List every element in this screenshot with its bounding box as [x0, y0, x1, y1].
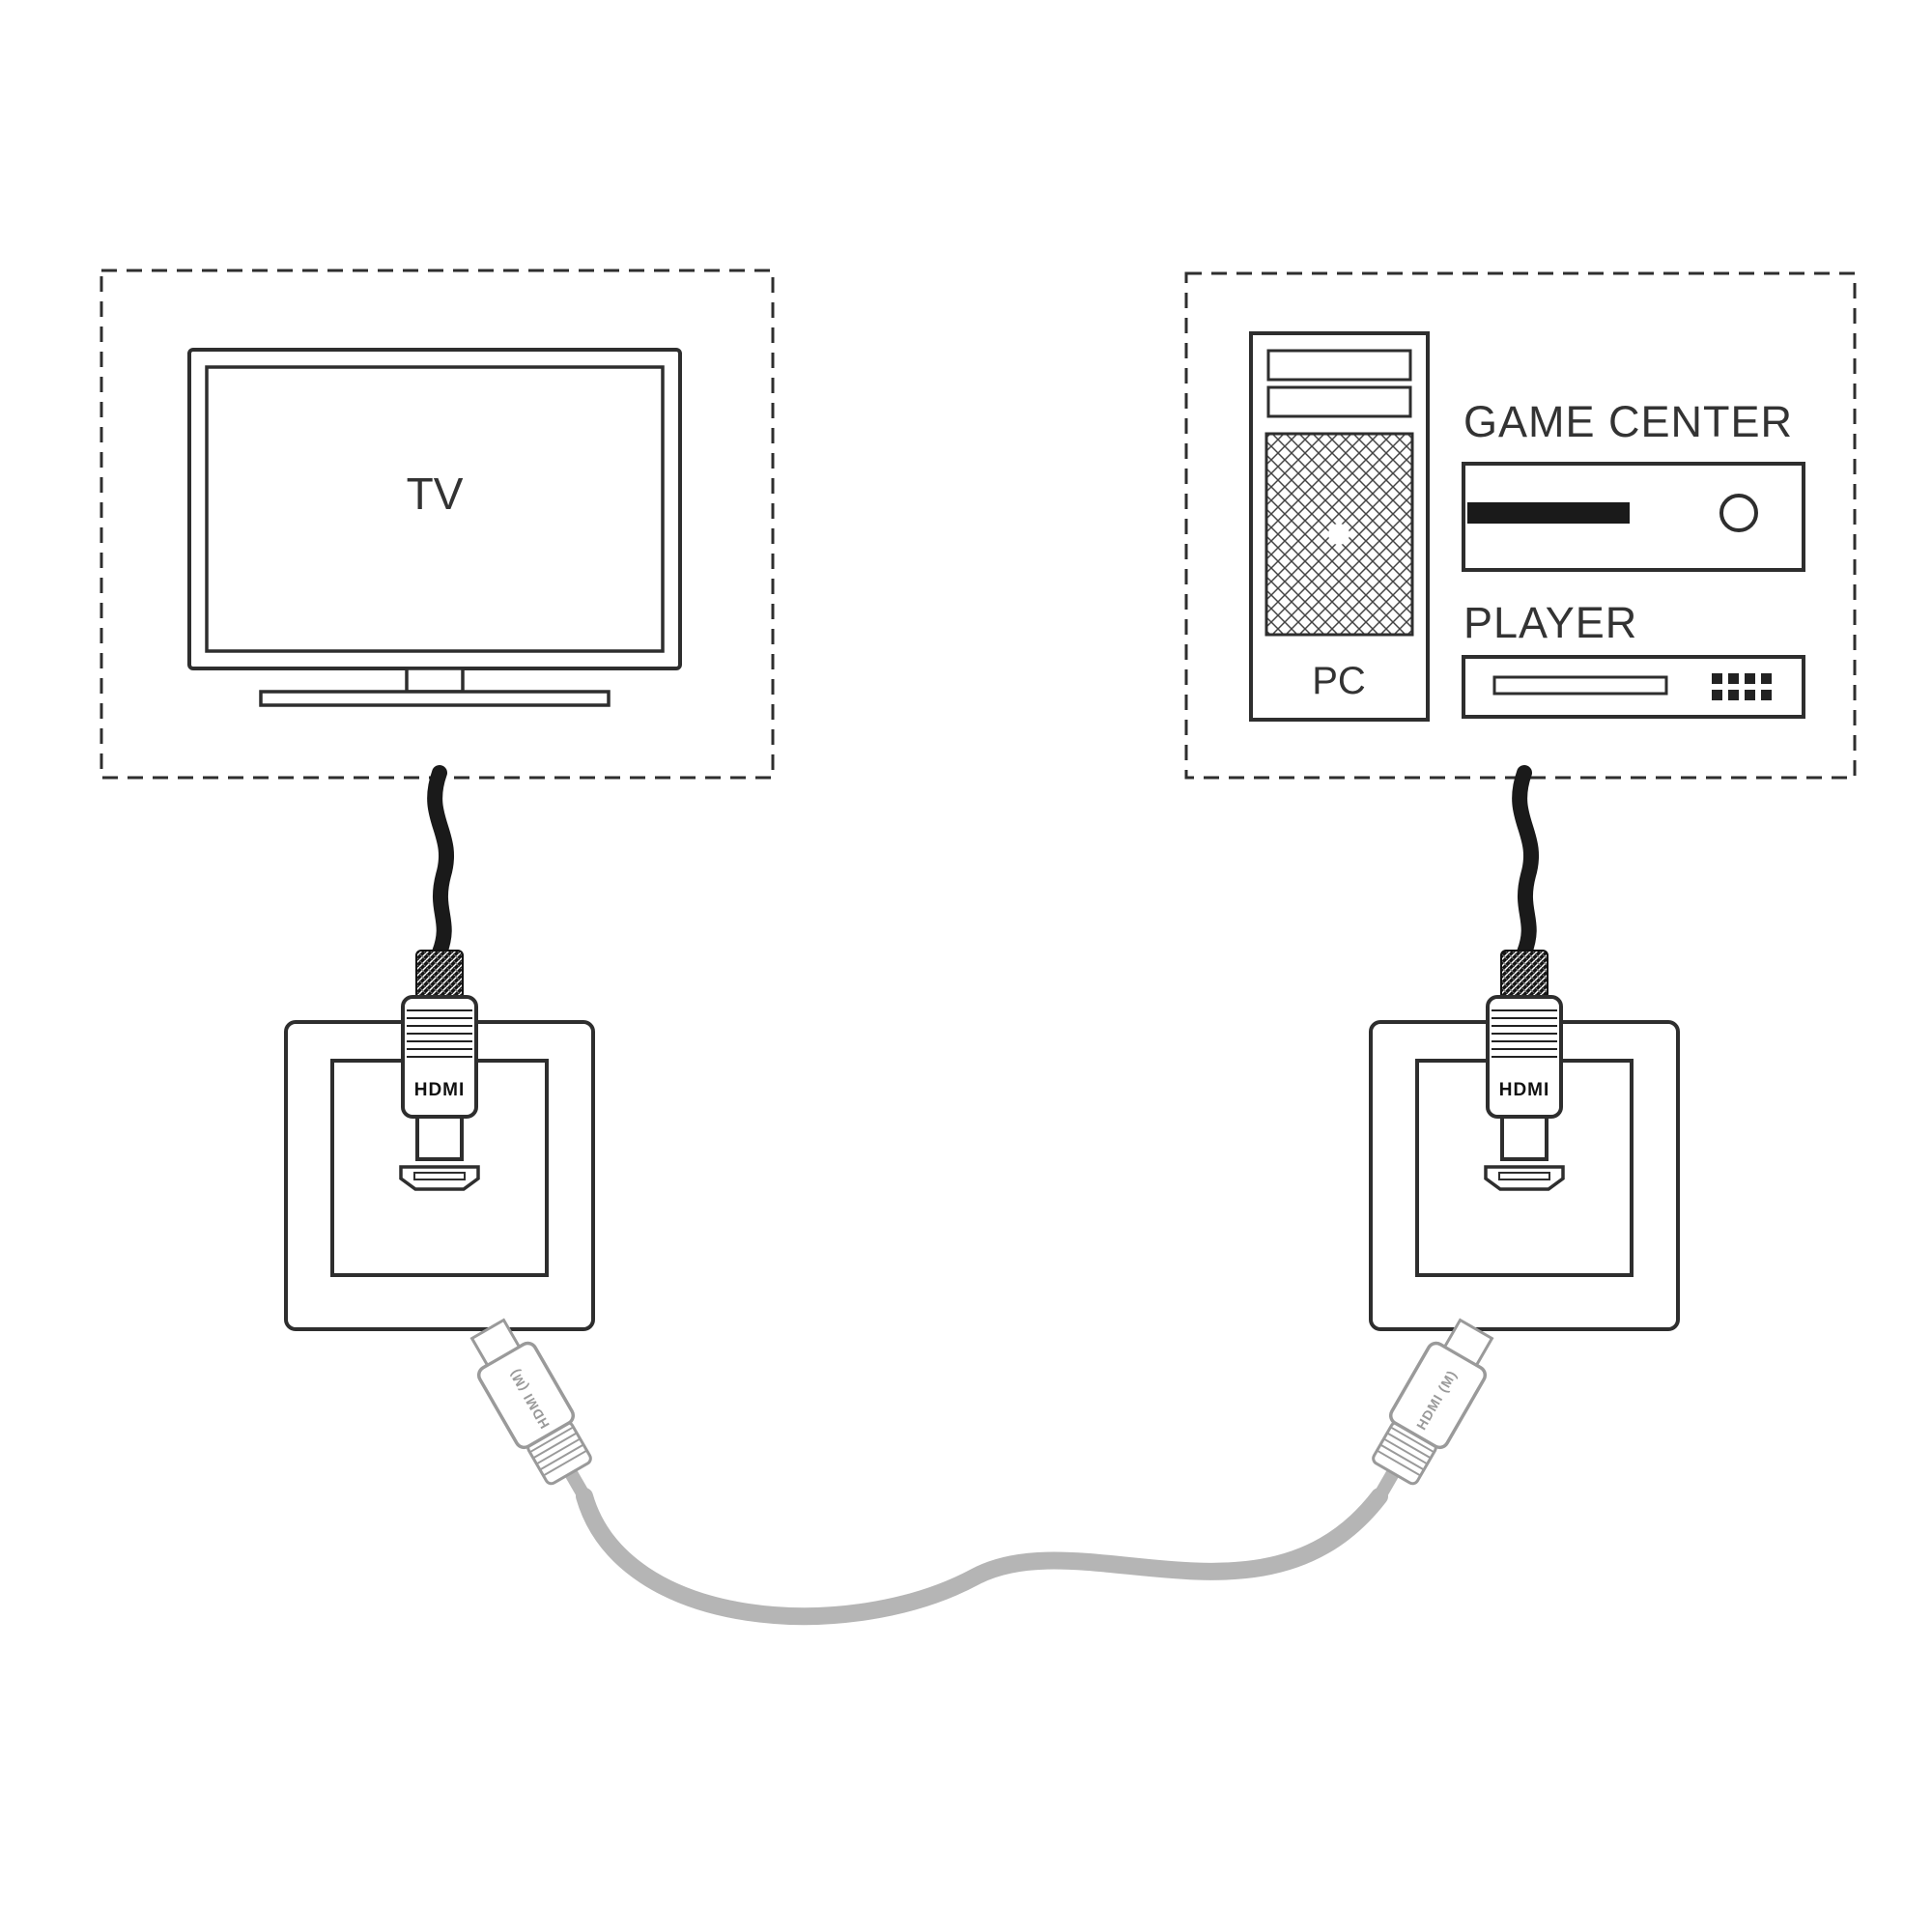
player-disc-slot — [1492, 675, 1668, 696]
left-wall-plate — [284, 1020, 595, 1331]
console-power-button — [1719, 494, 1758, 532]
pc-power-button — [1328, 524, 1350, 545]
game-center-label: GAME CENTER — [1463, 397, 1793, 446]
left-patch-connector: HDMI (M) — [469, 1318, 594, 1508]
left-device-cable — [415, 765, 464, 1000]
right-patch-connector: HDMI (M) — [1370, 1318, 1494, 1508]
pc-label: PC — [1312, 660, 1366, 702]
left-plug-ridges — [407, 1009, 472, 1058]
tv-zone: TV — [99, 269, 775, 780]
right-plug-tip — [1500, 1115, 1548, 1161]
left-hdmi-plug: HDMI — [401, 995, 478, 1161]
left-hdmi-port-icon — [399, 1165, 480, 1191]
left-plug-strain-relief — [415, 950, 464, 1000]
left-plug-tip — [415, 1115, 464, 1161]
pc-tower-icon: PC — [1249, 331, 1430, 722]
right-device-cable — [1500, 765, 1548, 1000]
right-wall-plug-label: HDMI — [1499, 1080, 1550, 1100]
patch-cable — [576, 1488, 1388, 1626]
left-patch-grip-ridges — [528, 1426, 588, 1477]
right-hdmi-port-icon — [1484, 1165, 1565, 1191]
player-buttons — [1712, 673, 1772, 700]
right-hdmi-plug: HDMI — [1486, 995, 1563, 1161]
player-icon: PLAYER — [1462, 598, 1805, 719]
player-label: PLAYER — [1463, 598, 1637, 647]
game-center-icon: GAME CENTER — [1462, 397, 1805, 572]
right-plug-strain-relief — [1500, 950, 1548, 1000]
tv-label: TV — [407, 469, 464, 519]
left-patch-tip — [469, 1318, 522, 1368]
tv-icon: TV — [187, 348, 682, 707]
right-plug-ridges — [1492, 1009, 1557, 1058]
console-front-bar — [1467, 502, 1630, 524]
right-patch-grip-ridges — [1376, 1426, 1435, 1477]
source-zone: PC GAME CENTER PLAYER — [1184, 271, 1857, 780]
right-wall-plate — [1369, 1020, 1680, 1331]
left-wall-plug-label: HDMI — [414, 1080, 466, 1100]
right-patch-tip — [1442, 1318, 1494, 1368]
